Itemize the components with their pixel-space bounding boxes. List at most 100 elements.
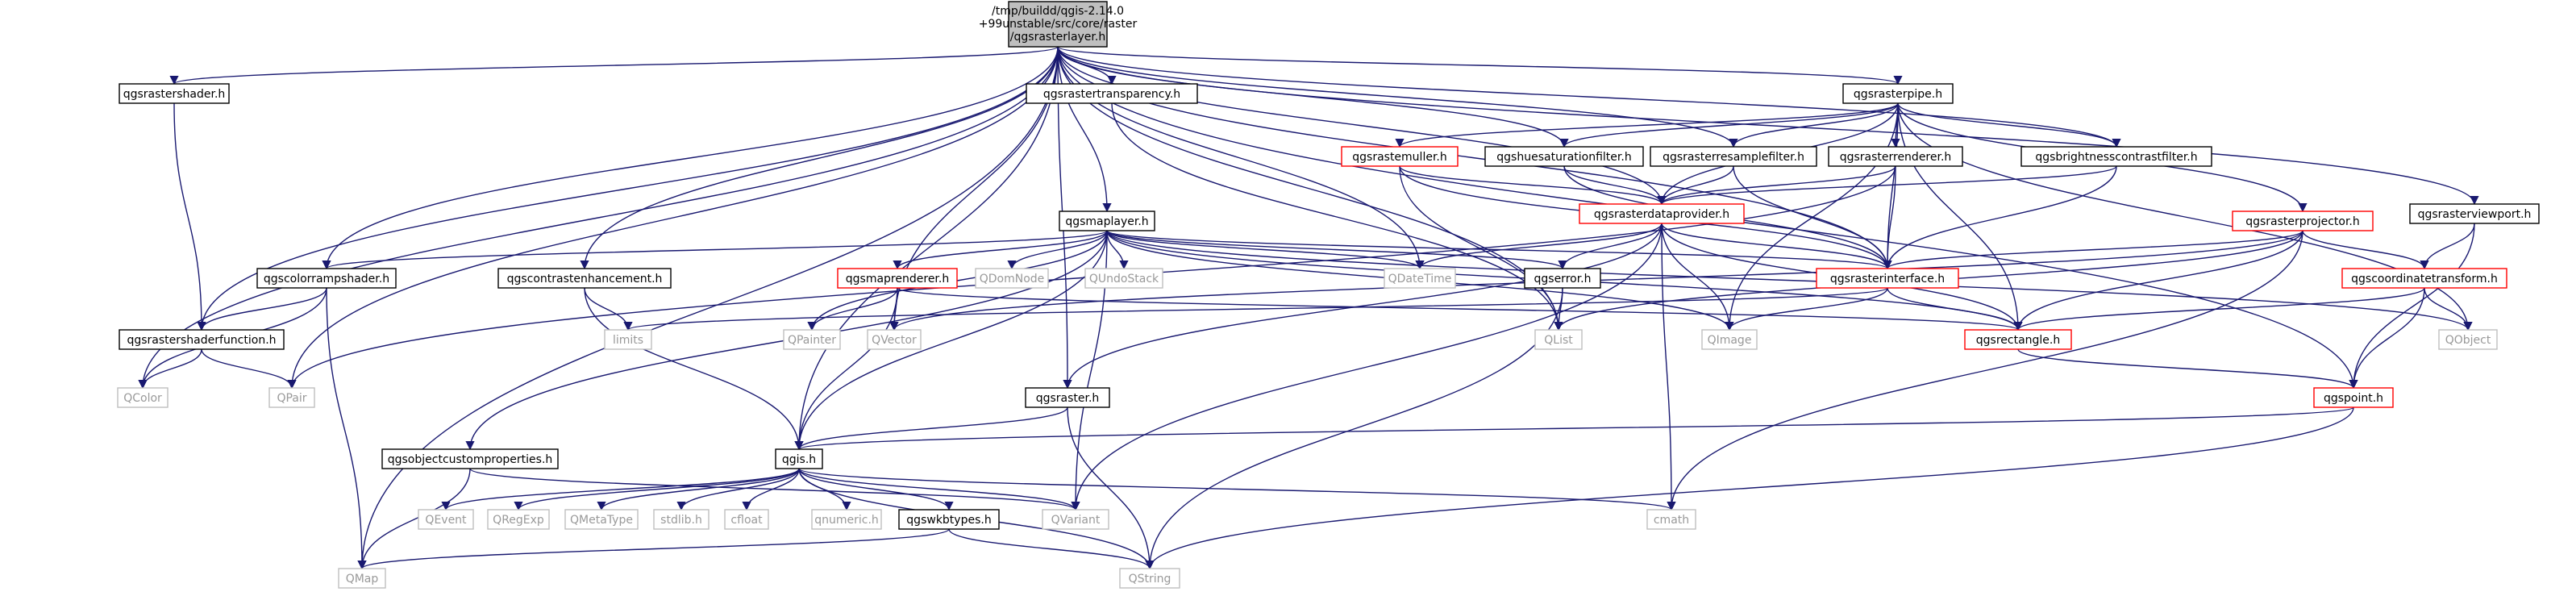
node-stdlib[interactable]: stdlib.h [653, 509, 710, 530]
node-QDomNode[interactable]: QDomNode [975, 268, 1049, 289]
node-QPainter[interactable]: QPainter [783, 329, 841, 350]
node-QColor[interactable]: QColor [117, 387, 169, 408]
node-QVector[interactable]: QVector [867, 329, 922, 350]
node-qgsrasterrenderer[interactable]: qgsrasterrenderer.h [1828, 146, 1963, 167]
edge-qgscolorrampshader-to-qgsrastershaderfunction [197, 287, 327, 331]
node-QImage[interactable]: QImage [1701, 329, 1758, 350]
node-label-qgsmaplayer: qgsmaplayer.h [1065, 215, 1148, 228]
edge-root-to-qgsrasterdataprovider [1057, 46, 1667, 206]
node-limits[interactable]: limits [604, 329, 652, 350]
node-qgsrasterresamplefilter[interactable]: qgsrasterresamplefilter.h [1650, 146, 1817, 167]
node-label-QList: QList [1544, 334, 1573, 347]
node-label-qgsbrightnesscontrastfilter: qgsbrightnesscontrastfilter.h [2035, 151, 2197, 164]
node-label-QMetaType: QMetaType [570, 514, 633, 527]
node-box-qgsmaprenderer [837, 268, 958, 289]
node-box-qgscoordinatetransform [2341, 268, 2507, 289]
node-qgspoint[interactable]: qgspoint.h [2313, 387, 2394, 408]
node-qgsrasterprojector[interactable]: qgsrasterprojector.h [2232, 210, 2374, 231]
root-node[interactable]: /tmp/buildd/qgis-2.14.0 +99unstable/src/… [979, 1, 1138, 48]
edge-qgsrasterpipe-to-qgsbrightnesscontrastfilter [1897, 102, 2121, 148]
node-qgsrastermuller[interactable]: qgsrastemuller.h [1341, 146, 1459, 167]
node-qgsobjectcustomproperties[interactable]: qgsobjectcustomproperties.h [381, 448, 559, 469]
node-QMetaType[interactable]: QMetaType [564, 509, 639, 530]
node-qgscoordinatetransform[interactable]: qgscoordinatetransform.h [2341, 268, 2507, 289]
node-QRegExp[interactable]: QRegExp [487, 509, 550, 530]
node-qgsrectangle[interactable]: qgsrectangle.h [1964, 329, 2072, 350]
node-box-QPainter [783, 329, 841, 350]
node-qgshuesaturationfilter[interactable]: qgshuesaturationfilter.h [1484, 146, 1644, 167]
edge-qgis-to-cmath [798, 468, 1676, 511]
node-cmath[interactable]: cmath [1646, 509, 1696, 530]
node-qgsrastershader[interactable]: qgsrastershader.h [119, 83, 230, 104]
edge-qgsrasterprojector-to-cmath [1667, 230, 2303, 511]
node-label-QUndoStack: QUndoStack [1089, 273, 1159, 285]
edge-qgsmaplayer-to-QPainter [807, 230, 1108, 331]
node-cfloat[interactable]: cfloat [724, 509, 769, 530]
node-qgserror[interactable]: qgserror.h [1524, 268, 1601, 289]
edge-qgsrasterdataprovider-to-QVariant [1071, 223, 1663, 511]
node-qgsbrightnesscontrastfilter[interactable]: qgsbrightnesscontrastfilter.h [2020, 146, 2212, 167]
node-label-qgsrectangle: qgsrectangle.h [1976, 334, 2060, 347]
edge-qgis-to-QEvent [441, 468, 800, 511]
node-qnumeric[interactable]: qnumeric.h [811, 509, 882, 530]
edge-qgis-to-QRegExp [514, 468, 800, 511]
node-QObject[interactable]: QObject [2438, 329, 2498, 350]
edge-qgsrasterinterface-to-limits [624, 287, 1888, 331]
node-qgsrastertransparency[interactable]: qgsrastertransparency.h [1026, 83, 1198, 104]
node-QList[interactable]: QList [1534, 329, 1583, 350]
node-label-QPair: QPair [277, 392, 306, 405]
node-box-QList [1534, 329, 1583, 350]
node-box-qgis [775, 448, 823, 469]
node-label-qgsobjectcustomproperties: qgsobjectcustomproperties.h [388, 453, 553, 466]
node-label-qgsrastershader: qgsrastershader.h [123, 88, 226, 101]
node-box-qgsrasterrenderer [1828, 146, 1963, 167]
edge-qgscontrastenhancement-to-qgis [584, 287, 804, 451]
edge-root-to-qgsrastershaderfunction [197, 46, 1059, 331]
edge-root-to-qgsrasterviewport [1057, 46, 2479, 206]
node-box-qgsrastershaderfunction [119, 329, 285, 350]
node-QEvent[interactable]: QEvent [418, 509, 474, 530]
edge-root-to-qgscolorrampshader [322, 46, 1059, 270]
node-QMap[interactable]: QMap [338, 568, 386, 589]
edge-root-to-qgis [794, 46, 1059, 451]
edge-qgsmaplayer-to-QDateTime [1106, 230, 1425, 270]
node-box-QVector [867, 329, 922, 350]
node-box-qgsrasterinterface [1816, 268, 1959, 289]
edge-qgis-to-qgswkbtypes [798, 468, 954, 511]
node-qgsrastershaderfunction[interactable]: qgsrastershaderfunction.h [119, 329, 285, 350]
root-line-1: /tmp/buildd/qgis-2.14.0 [992, 5, 1124, 18]
node-label-QDateTime: QDateTime [1388, 273, 1452, 285]
node-box-stdlib [653, 509, 710, 530]
edge-qgsrasterdataprovider-to-qgserror [1558, 223, 1663, 270]
edge-qgsrasterprojector-to-qgsrectangle [2013, 230, 2303, 331]
node-QVariant[interactable]: QVariant [1042, 509, 1109, 530]
node-qgscontrastenhancement[interactable]: qgscontrastenhancement.h [497, 268, 672, 289]
node-qgsrasterviewport[interactable]: qgsrasterviewport.h [2409, 203, 2540, 224]
node-qgsmaprenderer[interactable]: qgsmaprenderer.h [837, 268, 958, 289]
edge-qgsrasterprojector-to-qgsrasterinterface [1883, 230, 2303, 270]
node-qgsrasterpipe[interactable]: qgsrasterpipe.h [1842, 83, 1954, 104]
node-qgis[interactable]: qgis.h [775, 448, 823, 469]
node-label-QMap: QMap [346, 573, 379, 586]
node-qgsrasterinterface[interactable]: qgsrasterinterface.h [1816, 268, 1959, 289]
node-box-QDateTime [1384, 268, 1456, 289]
node-box-qgscontrastenhancement [497, 268, 672, 289]
node-qgsraster[interactable]: qgsraster.h [1025, 387, 1110, 408]
node-label-qgswkbtypes: qgswkbtypes.h [906, 514, 991, 527]
node-label-qgsrastershaderfunction: qgsrastershaderfunction.h [127, 334, 276, 347]
edge-root-to-qgsrastershader [169, 46, 1059, 85]
node-QUndoStack[interactable]: QUndoStack [1084, 268, 1163, 289]
node-QString[interactable]: QString [1119, 568, 1180, 589]
edge-qgserror-to-QString [1145, 287, 1563, 570]
node-label-qnumeric: qnumeric.h [814, 514, 879, 527]
node-qgsrasterdataprovider[interactable]: qgsrasterdataprovider.h [1579, 203, 1745, 224]
node-qgsmaplayer[interactable]: qgsmaplayer.h [1059, 210, 1155, 231]
node-QPair[interactable]: QPair [268, 387, 315, 408]
edge-qgsraster-to-qgis [794, 406, 1068, 451]
node-box-qgsrectangle [1964, 329, 2072, 350]
node-qgscolorrampshader[interactable]: qgscolorrampshader.h [256, 268, 397, 289]
node-QDateTime[interactable]: QDateTime [1384, 268, 1456, 289]
edge-qgscolorrampshader-to-QMap [326, 287, 367, 570]
node-label-qgscoordinatetransform: qgscoordinatetransform.h [2351, 273, 2498, 285]
node-qgswkbtypes[interactable]: qgswkbtypes.h [898, 509, 1000, 530]
